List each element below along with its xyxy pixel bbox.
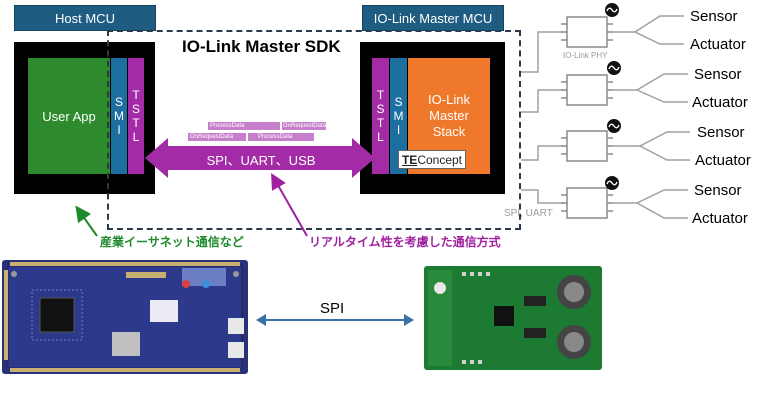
actuator-label: Actuator	[690, 36, 746, 53]
host-tstl-letter: L	[132, 130, 140, 144]
phy-chip	[566, 16, 608, 219]
sensor-label: Sensor	[694, 66, 742, 83]
tiny-frame	[208, 122, 280, 130]
tiny-frame	[282, 122, 326, 130]
bus-arrow	[145, 138, 375, 178]
tiny-label: OnRequestData	[190, 134, 234, 140]
tiny-frame	[248, 133, 314, 141]
stack-label-line: Stack	[432, 124, 466, 139]
master-smi-letter: I	[396, 123, 401, 137]
host-tstl-letter: T	[132, 116, 140, 130]
user-app-label: User App	[42, 108, 96, 124]
master-smi-letter: M	[393, 109, 404, 123]
host-tstl-letter: T	[132, 88, 140, 102]
device-lines	[613, 15, 690, 219]
master-mcu-header: IO-Link Master MCU	[362, 5, 504, 31]
ethernet-caption: 産業イーサネット通信など	[100, 235, 244, 249]
user-app-block: User App	[28, 58, 110, 174]
sdk-boundary	[107, 30, 521, 230]
stack-label-line: Master	[429, 108, 469, 123]
spi-arrow-right-head	[404, 314, 414, 326]
master-tstl-letter: L	[377, 130, 384, 144]
actuator-label: Actuator	[695, 152, 751, 169]
tiny-label: ProcessData	[210, 123, 245, 129]
spi-uart-label: SPI, UART	[504, 208, 553, 219]
teconcept-rest: Concept	[417, 152, 463, 167]
master-tstl-letter: T	[376, 88, 385, 102]
master-board-image	[424, 266, 602, 370]
host-board-image	[2, 260, 248, 374]
host-smi-letter: I	[117, 123, 121, 137]
master-smi-block: S M I	[390, 58, 407, 174]
ethernet-arrow	[75, 205, 98, 237]
spi-label: SPI	[320, 300, 345, 317]
host-mcu-header: Host MCU	[14, 5, 156, 31]
phy-label: IO-Link PHY	[563, 51, 608, 60]
bus-label: SPI、UART、USB	[206, 153, 316, 168]
realtime-arrow	[271, 173, 308, 237]
tiny-frame	[188, 133, 246, 141]
host-smi-block: S M I	[111, 58, 127, 174]
host-tstl-block: T S T L	[128, 58, 144, 174]
stack-label-line: IO-Link	[428, 92, 470, 107]
sdk-title: IO-Link Master SDK	[182, 37, 341, 56]
power-icon	[605, 3, 621, 190]
sensor-label: Sensor	[690, 8, 738, 25]
phy-bus-lines	[521, 31, 563, 204]
actuator-label: Actuator	[692, 210, 748, 227]
master-tstl-letter: T	[376, 116, 385, 130]
phy-chip-pins	[561, 23, 613, 212]
sensor-label: Sensor	[697, 124, 745, 141]
master-tstl-letter: S	[376, 102, 385, 116]
sensor-label: Sensor	[694, 182, 742, 199]
spi-arrow-left-head	[256, 314, 266, 326]
host-tstl-letter: S	[131, 102, 140, 116]
master-tstl-block: T S T L	[372, 58, 389, 174]
master-smi-letter: S	[394, 95, 403, 109]
tiny-label: ProcessData	[258, 134, 293, 140]
realtime-caption: リアルタイム性を考慮した通信方式	[309, 235, 501, 249]
teconcept-te: TE	[401, 152, 418, 167]
host-smi-letter: M	[114, 109, 124, 123]
host-smi-letter: S	[114, 95, 123, 109]
actuator-label: Actuator	[692, 94, 748, 111]
tiny-label: OnRequestData	[283, 123, 327, 129]
